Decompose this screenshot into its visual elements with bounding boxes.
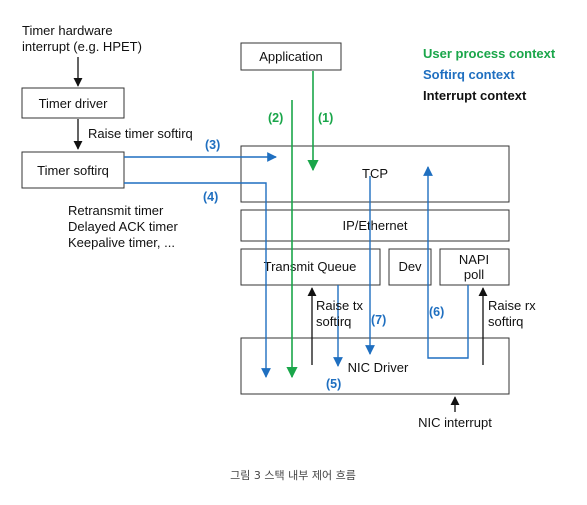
- legend-softirq: Softirq context: [423, 67, 515, 82]
- ip-ethernet-box: [240, 209, 510, 242]
- nic-interrupt-label: NIC interrupt: [418, 415, 492, 430]
- tcp-label: TCP: [362, 166, 388, 181]
- nic-driver-label: NIC Driver: [348, 360, 409, 375]
- arrow-step-4: [124, 182, 271, 378]
- step-3-label: (3): [205, 138, 220, 152]
- transmit-queue-box: [240, 248, 381, 286]
- arrow-step-6: [423, 166, 469, 359]
- timer-softirq-label: Timer softirq: [37, 163, 109, 178]
- step-4-label: (4): [203, 190, 218, 204]
- raise-rx-label-line1: Raise rx: [488, 298, 536, 313]
- raise-tx-label-line1: Raise tx: [316, 298, 363, 313]
- timer-driver-label: Timer driver: [39, 96, 109, 111]
- raise-timer-softirq-label: Raise timer softirq: [88, 126, 193, 141]
- timer-list-line3: Keepalive timer, ...: [68, 235, 175, 250]
- step-7-label: (7): [371, 313, 386, 327]
- timer-hardware-label-line1: Timer hardware: [22, 23, 113, 38]
- legend-interrupt: Interrupt context: [423, 88, 527, 103]
- poll-label: poll: [464, 267, 484, 282]
- raise-tx-label-line2: softirq: [316, 314, 351, 329]
- step-2-label: (2): [268, 111, 283, 125]
- timer-list-line2: Delayed ACK timer: [68, 219, 178, 234]
- figure-caption: 그림 3 스택 내부 제어 흐름: [230, 469, 356, 482]
- tcp-box: [240, 145, 510, 203]
- transmit-queue-label: Transmit Queue: [264, 259, 357, 274]
- timer-driver-box: [21, 87, 125, 119]
- timer-hardware-label-line2: interrupt (e.g. HPET): [22, 39, 142, 54]
- dev-box: [388, 248, 432, 286]
- timer-softirq-box: [21, 151, 125, 189]
- dev-label: Dev: [398, 259, 422, 274]
- napi-label: NAPI: [459, 252, 489, 267]
- timer-list-line1: Retransmit timer: [68, 203, 164, 218]
- raise-rx-label-line2: softirq: [488, 314, 523, 329]
- application-box: [240, 42, 342, 71]
- ip-ethernet-label: IP/Ethernet: [342, 218, 407, 233]
- step-5-label: (5): [326, 377, 341, 391]
- legend-user-process: User process context: [423, 46, 556, 61]
- step-6-label: (6): [429, 305, 444, 319]
- napi-poll-box: [439, 248, 510, 286]
- nic-driver-box: [240, 337, 510, 395]
- application-label: Application: [259, 49, 323, 64]
- step-1-label: (1): [318, 111, 333, 125]
